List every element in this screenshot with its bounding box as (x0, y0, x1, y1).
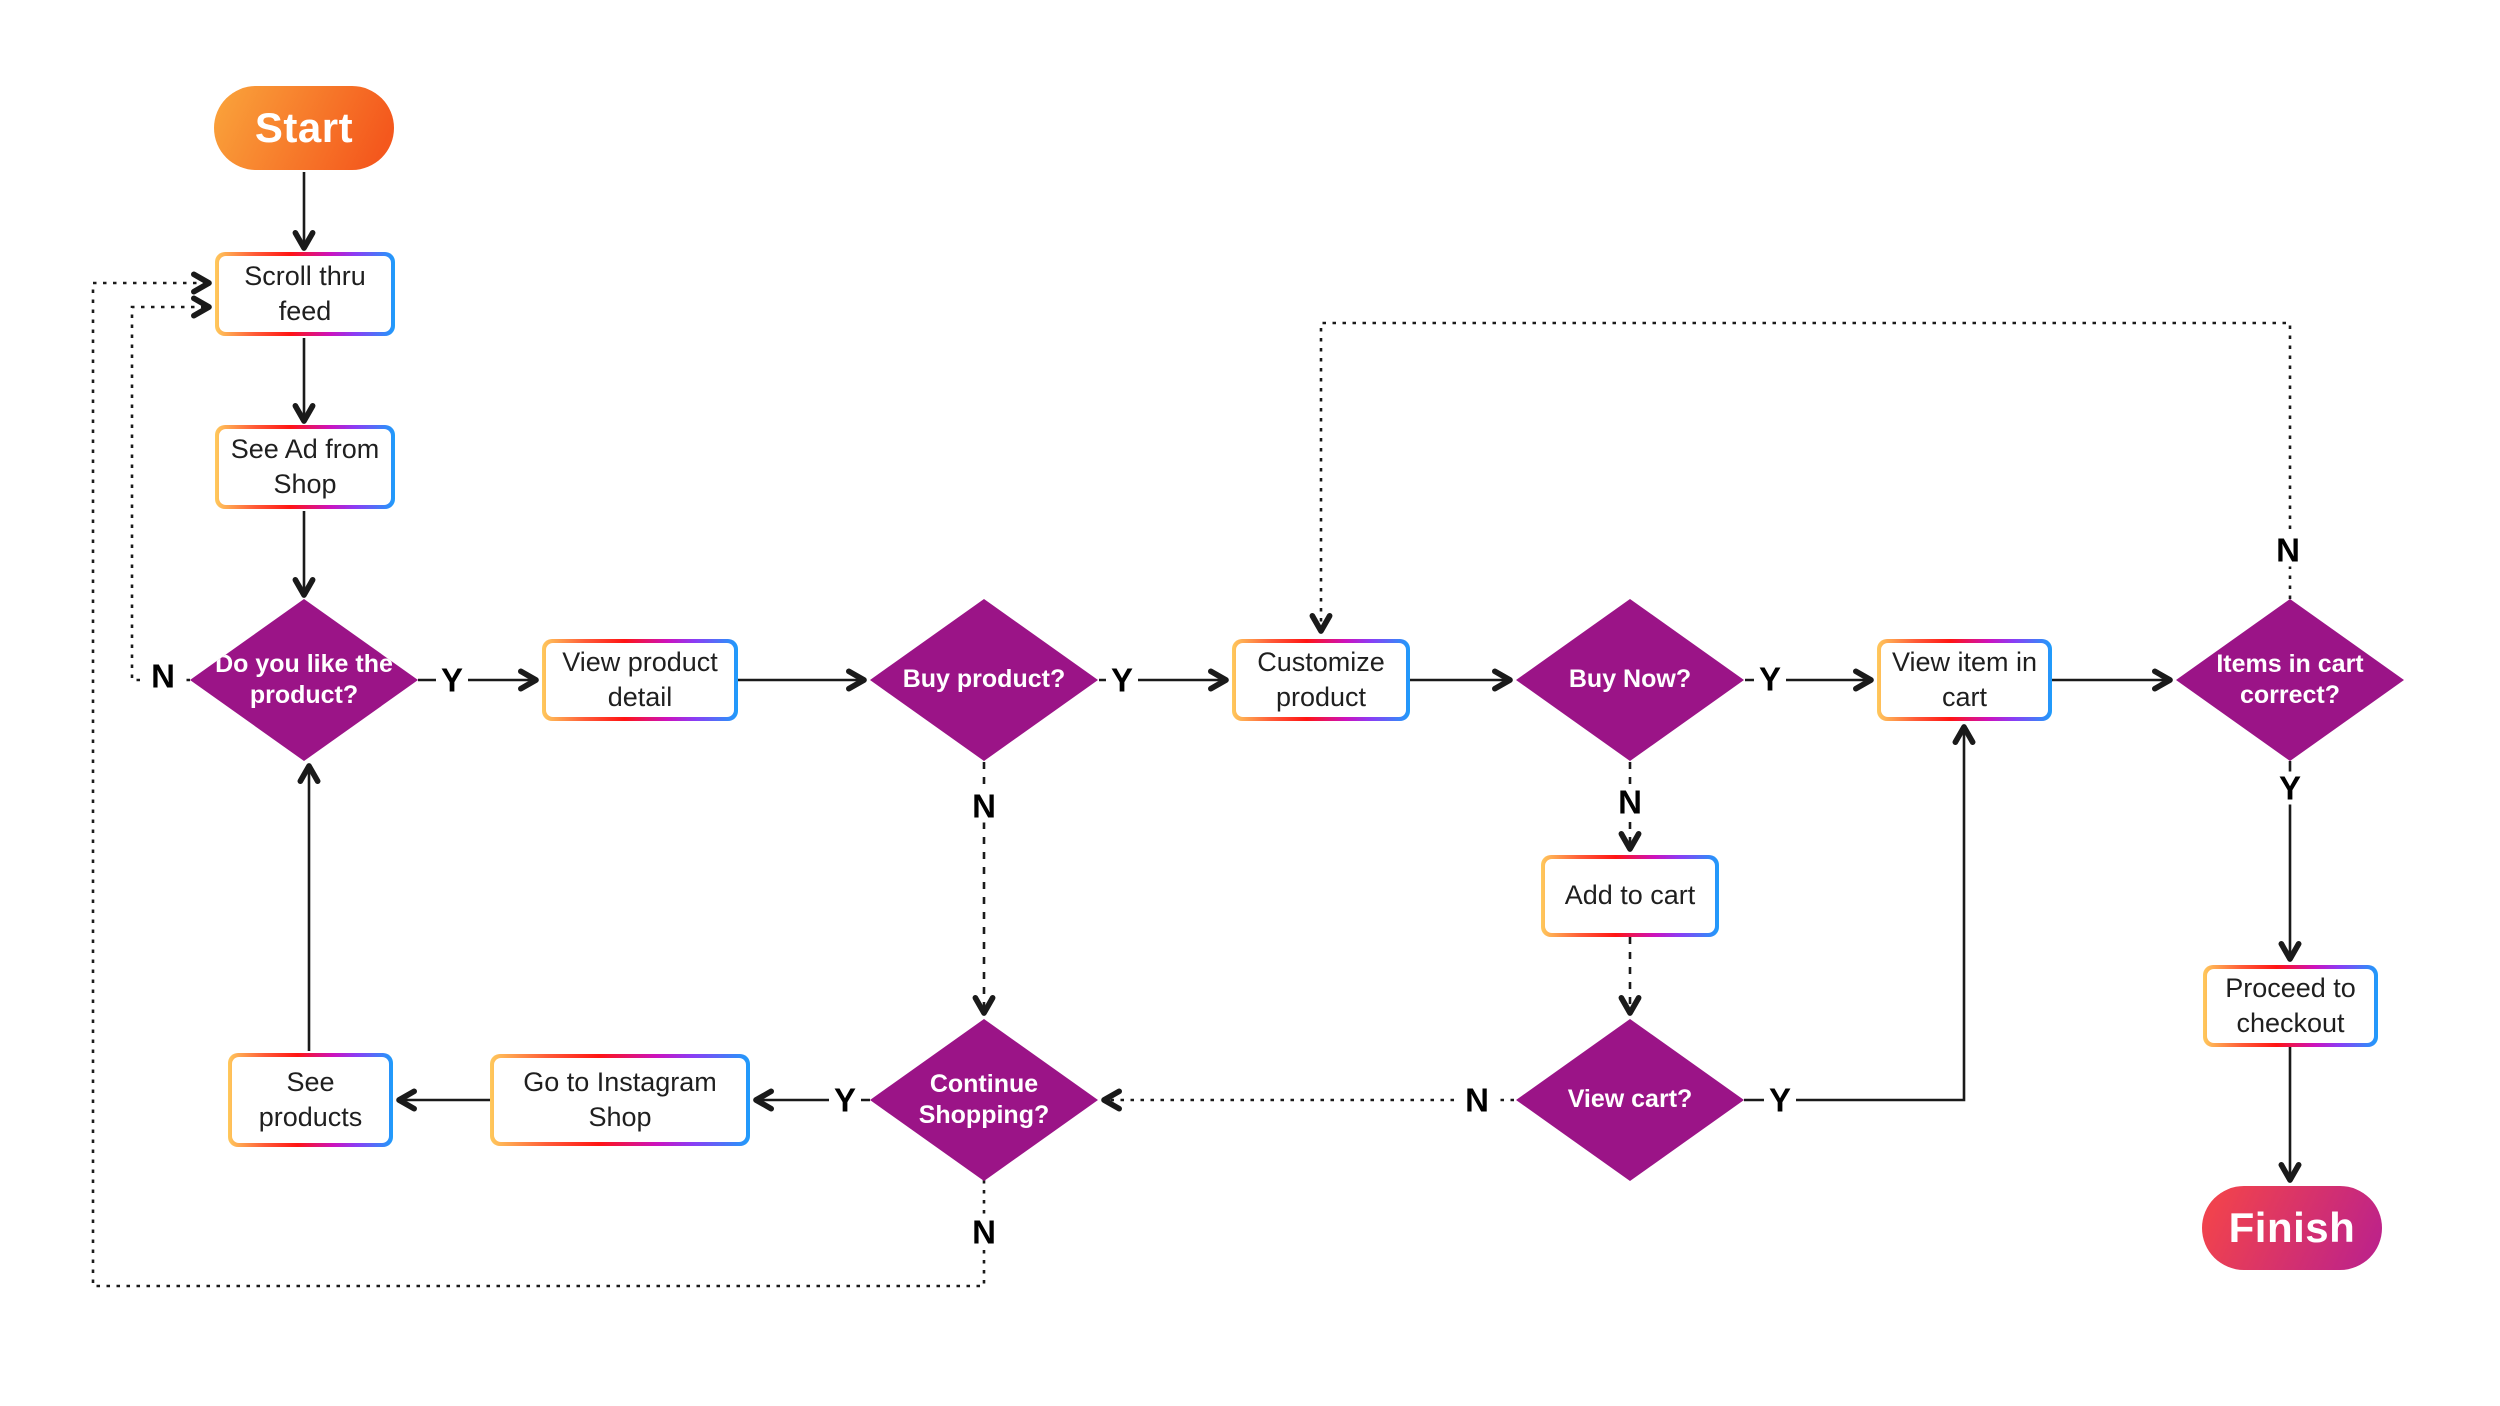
edge-like-no-to-scroll (130, 295, 212, 682)
label-like-yes: Y (435, 663, 469, 697)
decision-buy-product-label: Buy product? (902, 665, 1066, 694)
process-proceed-checkout: Proceed to checkout (2203, 965, 2378, 1047)
process-customize: Customize product (1232, 639, 1410, 721)
decision-items-correct-label: Items in cart correct? (2216, 649, 2364, 709)
process-see-ad-label: See Ad from Shop (219, 429, 391, 505)
edge-viewcart-yes-to-viewitem (1744, 724, 1976, 1102)
edge-items-no-to-customize (1309, 321, 2292, 634)
label-buy-now-no: N (1613, 785, 1647, 819)
label-items-correct-no: N (2271, 533, 2305, 567)
label-view-cart-yes: Y (1763, 1083, 1797, 1117)
process-add-to-cart-label: Add to cart (1545, 859, 1715, 933)
label-continue-no: N (967, 1215, 1001, 1249)
process-view-detail-label: View product detail (546, 643, 734, 717)
process-scroll-feed: Scroll thru feed (215, 252, 395, 336)
label-buy-now-yes: Y (1753, 662, 1787, 696)
label-buy-product-no: N (967, 789, 1001, 823)
finish-node: Finish (2202, 1186, 2382, 1270)
label-buy-product-yes: Y (1105, 663, 1139, 697)
decision-like-product-label: Do you like the product? (215, 649, 393, 709)
label-items-correct-yes: Y (2273, 771, 2307, 805)
process-view-item: View item in cart (1877, 639, 2052, 721)
process-view-detail: View product detail (542, 639, 738, 721)
process-see-products: See products (228, 1053, 393, 1147)
process-go-shop: Go to Instagram Shop (490, 1054, 750, 1146)
process-proceed-checkout-label: Proceed to checkout (2207, 969, 2374, 1043)
process-add-to-cart: Add to cart (1541, 855, 1719, 937)
edge-continue-no-to-scroll (91, 271, 986, 1288)
decision-buy-now-label: Buy Now? (1568, 665, 1692, 694)
process-customize-label: Customize product (1236, 643, 1406, 717)
process-scroll-feed-label: Scroll thru feed (219, 256, 391, 332)
process-see-ad: See Ad from Shop (215, 425, 395, 509)
finish-label: Finish (2228, 1204, 2356, 1251)
decision-view-cart-label: View cart? (1567, 1085, 1693, 1114)
start-node: Start (214, 86, 394, 170)
process-go-shop-label: Go to Instagram Shop (494, 1058, 746, 1142)
process-view-item-label: View item in cart (1881, 643, 2048, 717)
label-continue-yes: Y (828, 1083, 862, 1117)
process-see-products-label: See products (232, 1057, 389, 1143)
label-view-cart-no: N (1460, 1083, 1494, 1117)
label-like-no: N (146, 659, 180, 693)
decision-continue-shopping-label: Continue Shopping? (918, 1069, 1050, 1129)
start-label: Start (254, 104, 354, 151)
